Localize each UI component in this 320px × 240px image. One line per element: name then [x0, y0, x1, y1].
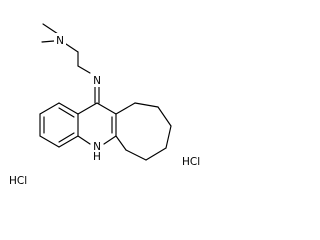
imine-double-bond	[94, 86, 100, 104]
ring-nh-hydrogen-label: H	[93, 151, 101, 163]
molecular-structure: N N N H HCl HCl	[9, 23, 200, 187]
amine-nitrogen-label: N	[56, 35, 64, 47]
benzene-ring-bonds	[39, 102, 79, 148]
imine-nitrogen-label: N	[93, 75, 101, 87]
side-chain-bonds	[41, 23, 91, 74]
methyl-bond-upper	[42, 23, 59, 35]
methyl-bond-left	[41, 40, 55, 43]
ring-nitrogen-label: N	[93, 141, 101, 153]
cycloheptane-ring-bonds	[115, 102, 172, 161]
hcl-salt-right: HCl	[182, 156, 200, 168]
central-ring-bonds	[77, 102, 117, 145]
n-to-ch2-bond	[65, 43, 79, 53]
ch2-to-imine-n-bond	[77, 65, 91, 74]
atom-labels: N N N H	[54, 33, 103, 163]
hcl-salt-left: HCl	[9, 175, 27, 187]
